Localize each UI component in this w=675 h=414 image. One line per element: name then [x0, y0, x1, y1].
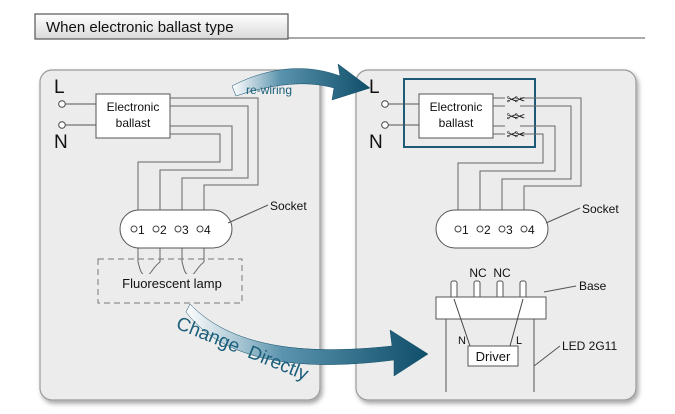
left-ballast-box — [95, 93, 171, 139]
rewiring-label: re-wiring — [246, 83, 292, 97]
right-panel: L N Electronic ballast ✂ ✂ ✂ ✂ ✂ ✂ — [355, 69, 637, 401]
scissors-icon-5: ✂ — [515, 109, 526, 124]
nc-label-1: NC — [469, 266, 487, 280]
right-pin-2-label: 2 — [484, 223, 491, 237]
led-leader — [533, 345, 561, 367]
led-base-block — [435, 296, 547, 320]
led-pin-1 — [450, 280, 458, 300]
left-L-label: L — [54, 77, 65, 98]
right-ballast-line1: Electronic — [430, 100, 483, 114]
right-socket-pins: 1 2 3 4 — [454, 223, 535, 237]
left-socket-leader — [227, 204, 269, 224]
right-L-terminal — [381, 100, 389, 108]
left-N-terminal — [58, 121, 66, 129]
left-L-terminal — [58, 100, 66, 108]
led-pin-2 — [473, 280, 481, 300]
led-base: NC NC Base N L Driver LED 2G11 — [435, 266, 617, 392]
left-pin-1-label: 1 — [138, 223, 145, 237]
right-pin-3-label: 3 — [506, 223, 513, 237]
scissors-icon-1: ✂ — [507, 92, 518, 107]
left-lamp-label: Fluorescent lamp — [122, 276, 222, 291]
right-pin-3 — [498, 225, 506, 233]
left-pin-2-label: 2 — [160, 223, 167, 237]
rewiring-arrow: re-wiring — [231, 63, 371, 101]
led-pins — [450, 280, 527, 300]
right-pin-4-label: 4 — [528, 223, 535, 237]
driver-label: Driver — [476, 349, 511, 364]
right-socket-leader — [545, 207, 581, 224]
base-leader — [543, 285, 577, 293]
left-socket-label: Socket — [270, 199, 307, 213]
left-pin-2 — [152, 225, 160, 233]
change-arrow-shape — [185, 303, 429, 377]
left-socket-pins: 1 2 3 4 — [130, 223, 211, 237]
right-ballast-line2: ballast — [439, 116, 474, 130]
scissors-icon-4: ✂ — [515, 92, 526, 107]
driver-wire-l — [509, 298, 524, 347]
led-pin-4 — [519, 280, 527, 300]
header-box — [34, 13, 289, 40]
driver-wire-n — [453, 298, 471, 347]
right-highlight-box — [403, 78, 536, 148]
right-pin-1-label: 1 — [462, 223, 469, 237]
left-pin-3-label: 3 — [182, 223, 189, 237]
left-lamp-box — [97, 258, 243, 304]
left-pin-4-label: 4 — [204, 223, 211, 237]
left-pin-1 — [130, 225, 138, 233]
header-title: When electronic ballast type — [46, 19, 234, 36]
left-lamp-label-bg — [113, 274, 231, 292]
left-panel: L N Electronic ballast — [39, 69, 321, 401]
right-ballast-wires — [457, 97, 582, 228]
left-pin-4 — [196, 225, 204, 233]
right-socket — [435, 209, 549, 249]
left-ballast-line1: Electronic — [107, 100, 160, 114]
scissors-icon-6: ✂ — [515, 127, 526, 142]
right-N-terminal — [381, 121, 389, 129]
driver-box — [467, 345, 519, 367]
driver-n-label: N — [458, 335, 466, 347]
led-label: LED 2G11 — [562, 339, 617, 353]
right-pin-2 — [476, 225, 484, 233]
right-pin-1 — [454, 225, 462, 233]
header: When electronic ballast type — [34, 13, 645, 40]
base-label: Base — [579, 279, 607, 293]
cut-icons: ✂ ✂ ✂ ✂ ✂ ✂ — [507, 92, 526, 142]
scissors-icon-3: ✂ — [507, 127, 518, 142]
left-ballast-line2: ballast — [116, 116, 151, 130]
nc-label-2: NC — [493, 266, 511, 280]
scissors-icon-2: ✂ — [507, 109, 518, 124]
right-L-label: L — [369, 77, 380, 98]
right-pin-4 — [520, 225, 528, 233]
right-N-label: N — [369, 132, 383, 153]
left-N-label: N — [54, 132, 68, 153]
right-socket-label: Socket — [582, 202, 619, 216]
led-body — [445, 319, 535, 392]
rewiring-arrow-shape — [231, 63, 371, 101]
led-pin-3 — [496, 280, 504, 300]
driver-l-label: L — [516, 335, 522, 347]
left-ballast-wires — [137, 97, 259, 277]
right-ballast-box — [418, 93, 494, 139]
left-pin-3 — [174, 225, 182, 233]
